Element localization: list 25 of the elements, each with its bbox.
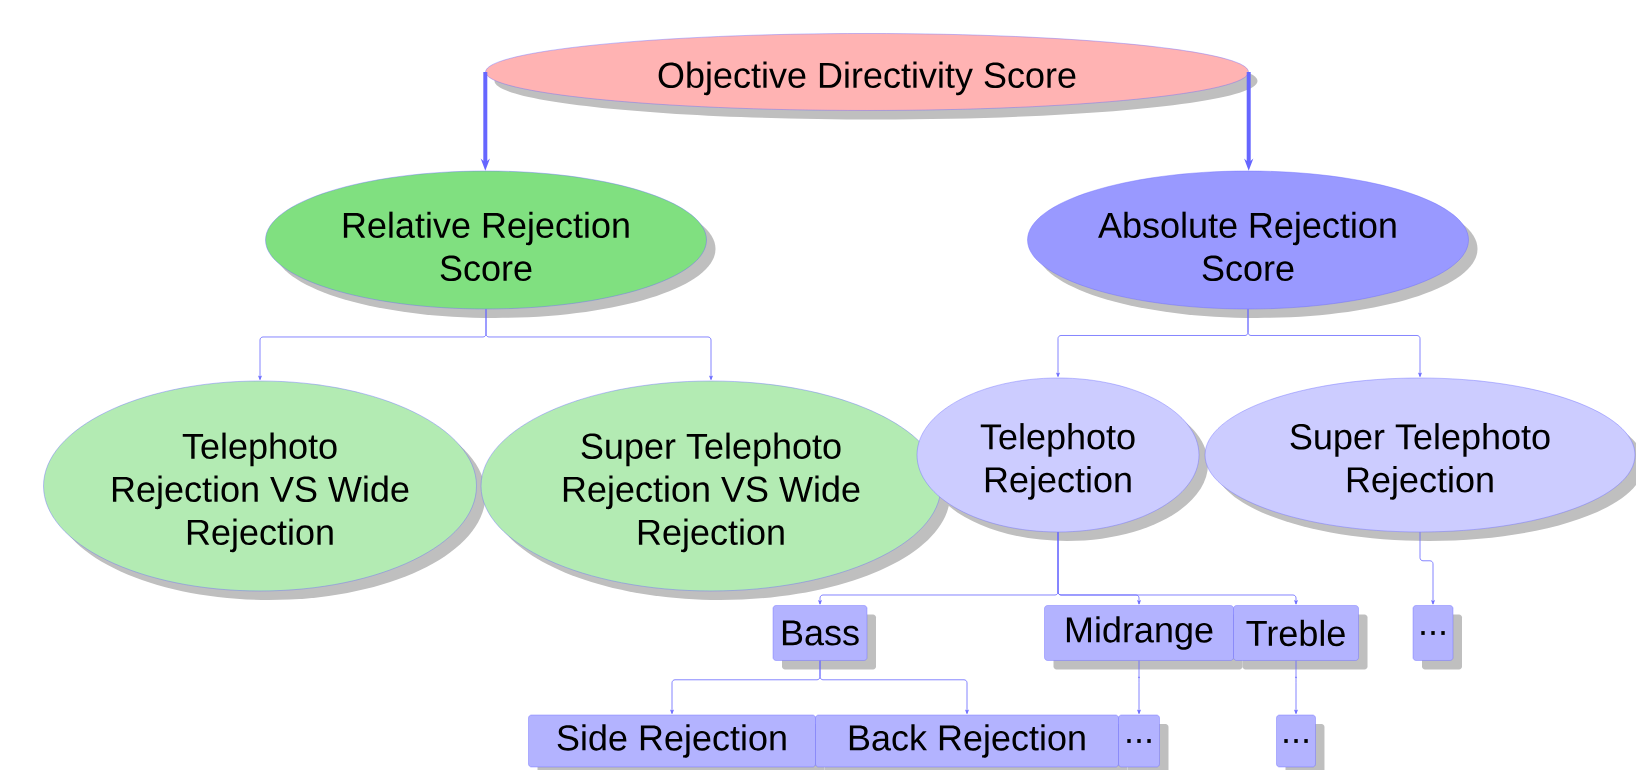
ellipse-node: Objective Directivity Score: [485, 33, 1258, 120]
ellipse-node: Telephoto Rejection: [916, 377, 1208, 541]
arrow: [1419, 531, 1435, 605]
ellipse-node: Absolute Rejection Score: [1027, 170, 1478, 318]
node-label: ...: [1127, 739, 1151, 743]
rounded-box: Treble: [1233, 605, 1368, 670]
ellipse-node: Super Telephoto Rejection VS Wide Rejection: [480, 380, 950, 600]
rounded-box: ...: [1118, 714, 1169, 770]
node-label: Side Rejection: [557, 724, 786, 758]
rounded-box: Midrange: [1044, 605, 1243, 670]
arrow: [1294, 660, 1298, 715]
arrow: [1137, 660, 1141, 715]
arrow: [1057, 531, 1298, 605]
rounded-box: ...: [1412, 605, 1462, 670]
ellipse-node: Telephoto Rejection VS Wide Rejection: [43, 380, 486, 600]
rounded-box: ...: [1276, 714, 1325, 770]
arrow: [1247, 308, 1422, 378]
arrow: [485, 308, 713, 381]
ellipse-node: Relative Rejection Score: [265, 170, 716, 318]
arrow: [819, 660, 969, 715]
rounded-box: Back Rejection: [815, 714, 1128, 770]
ellipse-node: Super Telephoto Rejection: [1204, 377, 1636, 541]
node-label: Back Rejection: [849, 724, 1085, 758]
rounded-box: Bass: [772, 605, 876, 670]
rounded-box: Side Rejection: [528, 714, 825, 770]
